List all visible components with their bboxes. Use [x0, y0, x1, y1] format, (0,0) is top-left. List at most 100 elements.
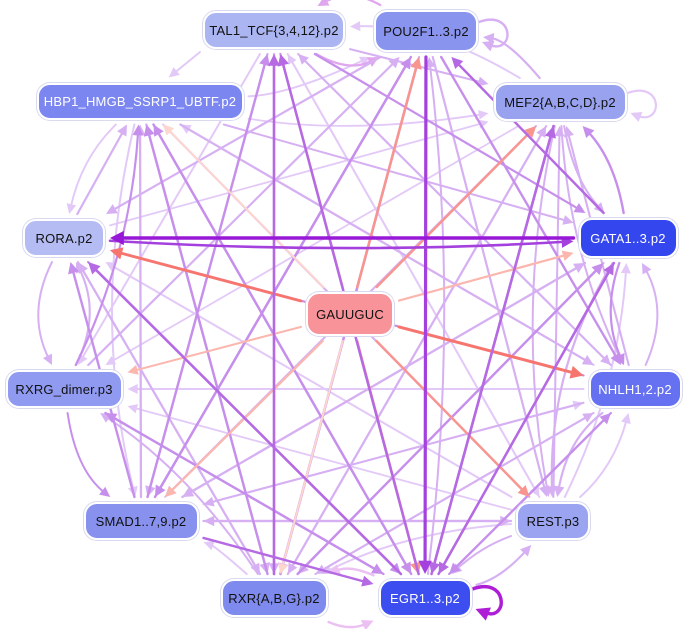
arrowhead-ctr-pou — [410, 57, 422, 70]
arrowhead-hbp-nhlh — [581, 355, 594, 365]
node-rora[interactable]: RORA.p2 — [23, 219, 105, 257]
arrowhead-ctr-rxrg — [127, 364, 139, 375]
arrowhead-pou-tal1 — [317, 0, 330, 6]
arrowhead-ctr-rora — [110, 247, 124, 260]
arrowhead-rxr-egr — [360, 620, 374, 629]
edge-pou-smad — [157, 55, 413, 492]
node-label: GAUUGUC — [316, 306, 384, 322]
node-egr[interactable]: EGR1..3.p2 — [378, 579, 472, 617]
node-smad[interactable]: SMAD1..7,9.p2 — [83, 502, 199, 540]
arrowhead-nhlh-smad — [203, 496, 215, 507]
edge-tal1-rest — [286, 53, 537, 492]
edge-rxrg-egr — [104, 411, 378, 572]
edge-rxrg-pou — [87, 61, 396, 367]
edge-rxrg-smad — [66, 412, 106, 494]
node-label: RXRG_dimer.p3 — [15, 381, 113, 397]
self-loop-mef — [626, 89, 657, 119]
arrowhead-egr-rora — [88, 262, 101, 275]
arrowhead-mef-egr — [429, 561, 441, 574]
arrowhead-hbp-mef — [478, 110, 489, 120]
node-rxr[interactable]: RXR{A,B,G}.p2 — [220, 579, 328, 617]
arrowhead-smad-tal1 — [259, 54, 270, 67]
edge-rxr-rxrg — [105, 415, 259, 575]
arrowhead-mef-rxr — [287, 562, 298, 574]
node-gata[interactable]: GATA1..3.p2 — [578, 218, 678, 258]
edge-nhlh-smad — [209, 401, 585, 504]
edge-egr-rest — [475, 549, 528, 586]
arrowhead-smad-egr — [361, 575, 374, 587]
self-loop-pou — [477, 18, 509, 48]
node-pou[interactable]: POU2F1..3.p2 — [374, 10, 478, 52]
arrowhead-hbp-gata — [562, 215, 574, 225]
arrowhead-rora-hbp — [117, 124, 127, 137]
arrowhead-gata-mef — [582, 126, 595, 139]
arrowhead-rora-rxr — [250, 562, 260, 574]
edge-pou-egr — [423, 55, 428, 567]
edge-rest-rxrg — [133, 407, 512, 511]
edge-rora-gata — [108, 239, 567, 250]
arrowhead-hbp-pou — [359, 56, 371, 66]
edge-mef-rxr — [290, 125, 548, 569]
node-rest[interactable]: REST.p3 — [516, 502, 590, 540]
arrowhead-pou-smad — [154, 484, 166, 497]
arrowhead-pou-egr — [418, 560, 432, 574]
arrowhead-gata-nhlh — [614, 353, 625, 365]
arrowhead-rest-rxrg — [127, 404, 139, 414]
node-label: EGR1..3.p2 — [390, 590, 460, 606]
edge-ctr-smad — [169, 339, 324, 493]
edge-mef-rest — [531, 125, 556, 491]
arrowhead-ctr-nhlh — [569, 365, 584, 379]
edge-nhlh-rxr — [320, 412, 595, 572]
node-hbp[interactable]: HBP1_HMGB_SSRP1_UBTF.p2 — [36, 82, 244, 120]
node-label: NHLH1,2.p2 — [598, 381, 672, 397]
node-label: REST.p3 — [526, 513, 580, 529]
arrowhead-rxr-tal1 — [268, 54, 280, 66]
edge-mef-egr — [432, 124, 555, 568]
node-rxrg[interactable]: RXRG_dimer.p3 — [5, 370, 123, 408]
node-tal1[interactable]: TAL1_TCF{3,4,12}.p2 — [203, 11, 345, 49]
node-nhlh[interactable]: NHLH1,2.p2 — [588, 370, 682, 408]
arrowhead-rxrg-egr — [371, 563, 384, 574]
edge-ctr-mef — [375, 130, 532, 289]
node-label: RORA.p2 — [35, 230, 93, 246]
arrowhead-tal1-mef — [477, 76, 489, 87]
edge-rxr-gata — [296, 267, 600, 576]
edge-tal1-hbp — [173, 51, 201, 74]
edge-pou-rest — [431, 55, 546, 491]
arrowhead-rxrg-hbp — [132, 124, 144, 136]
arrowhead-rxr-smad — [203, 540, 215, 551]
arrowhead-gata-rora — [110, 230, 124, 246]
node-label: MEF2{A,B,C,D}.p2 — [504, 94, 616, 110]
edge-rora-rxrg — [37, 261, 53, 360]
center-node-ctr[interactable]: GAUUGUC — [306, 292, 394, 336]
arrowhead-gata-smad — [182, 487, 195, 497]
edge-gata-mef — [586, 130, 625, 215]
arrowhead-ctr-rest — [517, 485, 530, 497]
edge-mef-rxrg — [110, 125, 520, 363]
node-label: GATA1..3.p2 — [590, 230, 666, 246]
edge-ctr-rxr — [281, 340, 344, 569]
node-label: TAL1_TCF{3,4,12}.p2 — [209, 22, 339, 38]
arrowhead-smad-rora — [68, 262, 79, 275]
edge-hbp-pou — [247, 59, 365, 98]
edge-ctr-rest — [375, 339, 526, 493]
edge-rest-egr — [455, 535, 512, 571]
edge-rora-hbp — [76, 129, 125, 216]
edge-ctr-gata — [397, 253, 568, 302]
arrowhead-rxr-hbp — [143, 124, 155, 137]
arrowhead-hbp-egr — [400, 561, 412, 574]
arrowhead-nhlh-rest — [553, 485, 565, 497]
arrowhead-egr-pou — [425, 57, 436, 68]
edge-hbp-smad — [111, 123, 136, 492]
arrowhead-rest-nhlh — [621, 413, 631, 425]
node-mef[interactable]: MEF2{A,B,C,D}.p2 — [493, 83, 627, 121]
arrowhead-tal1-hbp — [168, 67, 180, 78]
arrowhead-nhlh-egr — [449, 562, 461, 574]
edge-nhlh-egr — [453, 411, 612, 570]
arrowhead-ctr-smad — [165, 485, 177, 497]
edge-pou-tal1 — [322, 0, 382, 7]
node-label: HBP1_HMGB_SSRP1_UBTF.p2 — [43, 93, 237, 109]
node-label: POU2F1..3.p2 — [383, 23, 469, 39]
arrowhead-nhlh-rxrg — [127, 384, 138, 394]
